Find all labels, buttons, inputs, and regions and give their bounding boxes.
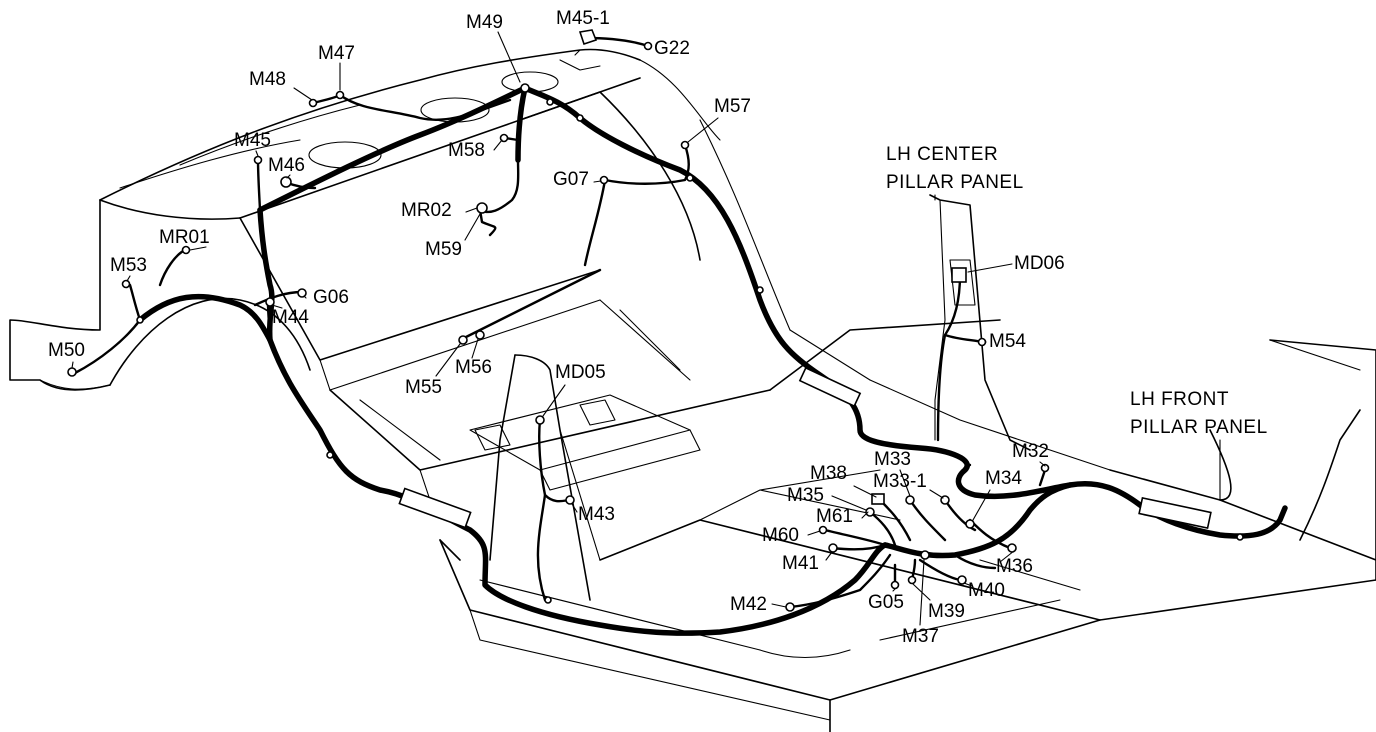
- connector-g06: [297, 288, 307, 298]
- label-m37: M37: [902, 626, 939, 647]
- harness-clip: [326, 451, 334, 459]
- label-g07: G07: [553, 169, 589, 190]
- harness-clip: [136, 316, 144, 324]
- harness-clip: [544, 596, 552, 604]
- label-m57: M57: [714, 96, 751, 117]
- connector-m45-1: [578, 29, 598, 46]
- label-m33: M33: [874, 449, 911, 470]
- vehicle-body-outline: [9, 48, 1376, 732]
- label-mr01: MR01: [159, 227, 210, 248]
- harness-protector-front: [1138, 496, 1212, 530]
- connector-m45: [253, 155, 263, 165]
- connector-m57: [680, 140, 690, 150]
- label-lh-center-pillar-line2: PILLAR PANEL: [886, 172, 1024, 193]
- connector-m39: [907, 575, 917, 585]
- label-md06: MD06: [1014, 253, 1065, 274]
- label-m35: M35: [787, 485, 824, 506]
- label-m54: M54: [989, 331, 1026, 352]
- connector-m48: [308, 98, 318, 108]
- label-m55: M55: [405, 377, 442, 398]
- connector-g07: [599, 175, 609, 185]
- connector-m55: [458, 335, 468, 345]
- connector-g22: [643, 41, 653, 51]
- label-m32: M32: [1012, 441, 1049, 462]
- connector-m32: [1040, 463, 1050, 473]
- connector-m38: [871, 493, 885, 505]
- connector-m49: [520, 83, 530, 93]
- label-m50: M50: [48, 340, 85, 361]
- label-g22: G22: [654, 38, 690, 59]
- label-m45-1: M45-1: [556, 8, 610, 29]
- label-m44: M44: [272, 307, 309, 328]
- label-m45: M45: [234, 130, 271, 151]
- connector-m60: [818, 525, 828, 535]
- connector-m44: [265, 297, 275, 307]
- connector-m46: [280, 176, 292, 188]
- label-m36: M36: [996, 556, 1033, 577]
- panel-labels: LH CENTER PILLAR PANEL LH FRONT PILLAR P…: [886, 144, 1268, 438]
- leader-lines: [71, 31, 1221, 626]
- connector-md06: [951, 267, 967, 283]
- connector-m37: [920, 550, 930, 560]
- connector-m33: [905, 495, 915, 505]
- harness-protector-floor: [798, 366, 862, 408]
- connectors: [67, 29, 1244, 612]
- label-m42: M42: [730, 594, 767, 615]
- label-lh-front-pillar-line2: PILLAR PANEL: [1130, 417, 1268, 438]
- connector-m42: [785, 602, 795, 612]
- connector-m61: [828, 543, 838, 553]
- label-md05: MD05: [555, 362, 606, 383]
- connector-m35: [865, 507, 875, 517]
- label-m53: M53: [110, 255, 147, 276]
- label-lh-front-pillar-line1: LH FRONT: [1130, 389, 1229, 410]
- label-m49: M49: [466, 12, 503, 33]
- label-m47: M47: [318, 43, 355, 64]
- label-m33-1: M33-1: [873, 471, 927, 492]
- harness-clip: [1236, 533, 1244, 541]
- connector-mr02: [476, 202, 488, 214]
- label-g05: G05: [868, 592, 904, 613]
- label-m38: M38: [810, 463, 847, 484]
- label-m61: M61: [816, 506, 853, 527]
- connector-m36: [1007, 543, 1017, 553]
- label-mr02: MR02: [401, 200, 452, 221]
- label-m41: M41: [782, 553, 819, 574]
- connector-m47: [335, 90, 345, 100]
- label-m40: M40: [968, 580, 1005, 601]
- harness-clip: [756, 286, 764, 294]
- label-m34: M34: [985, 468, 1022, 489]
- harness-clip: [576, 114, 584, 122]
- label-m48: M48: [249, 69, 286, 90]
- label-m58: M58: [448, 140, 485, 161]
- connector-m34: [965, 519, 975, 529]
- connector-m50: [67, 367, 77, 377]
- label-m39: M39: [928, 601, 965, 622]
- label-lh-center-pillar-line1: LH CENTER: [886, 144, 998, 165]
- label-m43: M43: [578, 504, 615, 525]
- branch-wires: [253, 36, 1047, 609]
- label-m60: M60: [762, 525, 799, 546]
- label-m59: M59: [425, 239, 462, 260]
- label-m56: M56: [455, 357, 492, 378]
- connector-m40: [957, 575, 967, 585]
- connector-md05: [535, 415, 545, 425]
- connector-m43: [565, 495, 575, 505]
- harness-protector-rear: [398, 487, 472, 529]
- connector-m53: [121, 279, 131, 289]
- harness-clip: [546, 98, 554, 106]
- label-g06: G06: [313, 287, 349, 308]
- main-harness: [73, 85, 1288, 636]
- connector-g05: [890, 580, 900, 590]
- connector-m56: [475, 330, 485, 340]
- harness-clip: [686, 174, 694, 182]
- connector-labels: M49 M45-1 G22 M47 M48 M57 M45 M58 M46 G0…: [48, 8, 1065, 647]
- label-m46: M46: [268, 155, 305, 176]
